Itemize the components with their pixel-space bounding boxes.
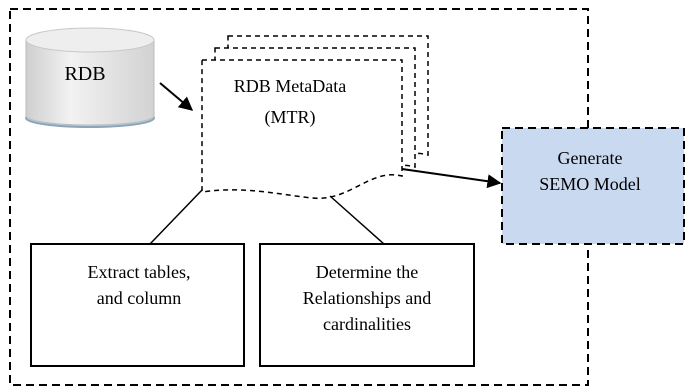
- determine-relationships-box: [259, 243, 475, 367]
- determine-label-line2: Relationships and: [303, 288, 432, 308]
- extract-tables-box: [30, 243, 245, 367]
- extract-label-line2: and column: [97, 288, 181, 308]
- generate-label-line2: SEMO Model: [539, 174, 641, 194]
- metadata-to-extract-connector: [149, 189, 203, 245]
- rdb-label: RDB: [64, 63, 105, 85]
- generate-label-line1: Generate: [558, 148, 623, 168]
- metadata-label-line1: RDB MetaData: [234, 76, 346, 96]
- metadata-document-stack: [201, 35, 429, 199]
- metadata-label-line2: (MTR): [265, 107, 316, 128]
- metadata-to-determine-connector: [329, 195, 385, 245]
- rdb-database-icon: [25, 27, 155, 128]
- metadata-to-generate-arrow: [401, 168, 502, 189]
- rdb-to-metadata-arrow: [159, 82, 194, 111]
- outer-boundary: [9, 8, 589, 386]
- determine-label-line1: Determine the: [316, 262, 418, 282]
- generate-semo-model-box: [501, 127, 685, 245]
- extract-label-line1: Extract tables,: [88, 262, 191, 282]
- determine-label-line3: cardinalities: [323, 314, 411, 334]
